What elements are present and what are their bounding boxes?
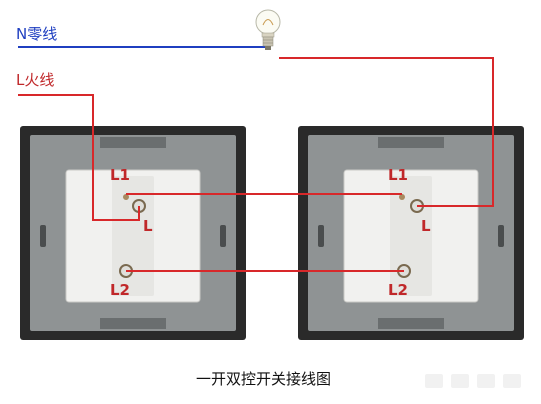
watermark-block-3 xyxy=(477,374,495,388)
lamp-return-wire xyxy=(279,57,494,207)
neutral-wire-label: N零线 xyxy=(16,25,58,43)
watermark-block-1 xyxy=(425,374,443,388)
right-terminal-l1-label: L1 xyxy=(388,166,408,184)
right-terminal-l-label: L xyxy=(421,217,431,235)
switch-left-screw-l1 xyxy=(123,194,129,200)
switch-right-mount-top xyxy=(378,137,444,148)
switch-right xyxy=(298,126,524,340)
left-terminal-l-label: L xyxy=(143,217,153,235)
switch-left-slot-l xyxy=(40,225,46,247)
diagram-caption: 一开双控开关接线图 xyxy=(196,370,332,388)
switch-right-mount-bottom xyxy=(378,318,444,329)
switch-right-screw-l1 xyxy=(399,194,405,200)
light-bulb-icon xyxy=(255,9,281,50)
switch-left-mount-bottom xyxy=(100,318,166,329)
watermark xyxy=(425,370,533,392)
live-wire-feed xyxy=(18,94,140,221)
switch-right-slot-l xyxy=(318,225,324,247)
watermark-block-2 xyxy=(451,374,469,388)
switch-left xyxy=(20,126,246,340)
left-terminal-l1-label: L1 xyxy=(110,166,130,184)
switch-left-mount-top xyxy=(100,137,166,148)
switch-left-slot-r xyxy=(220,225,226,247)
right-terminal-l2-label: L2 xyxy=(388,281,408,299)
live-wire-label: L火线 xyxy=(16,71,55,89)
watermark-block-4 xyxy=(503,374,521,388)
left-terminal-l2-label: L2 xyxy=(110,281,130,299)
switch-right-slot-r xyxy=(498,225,504,247)
